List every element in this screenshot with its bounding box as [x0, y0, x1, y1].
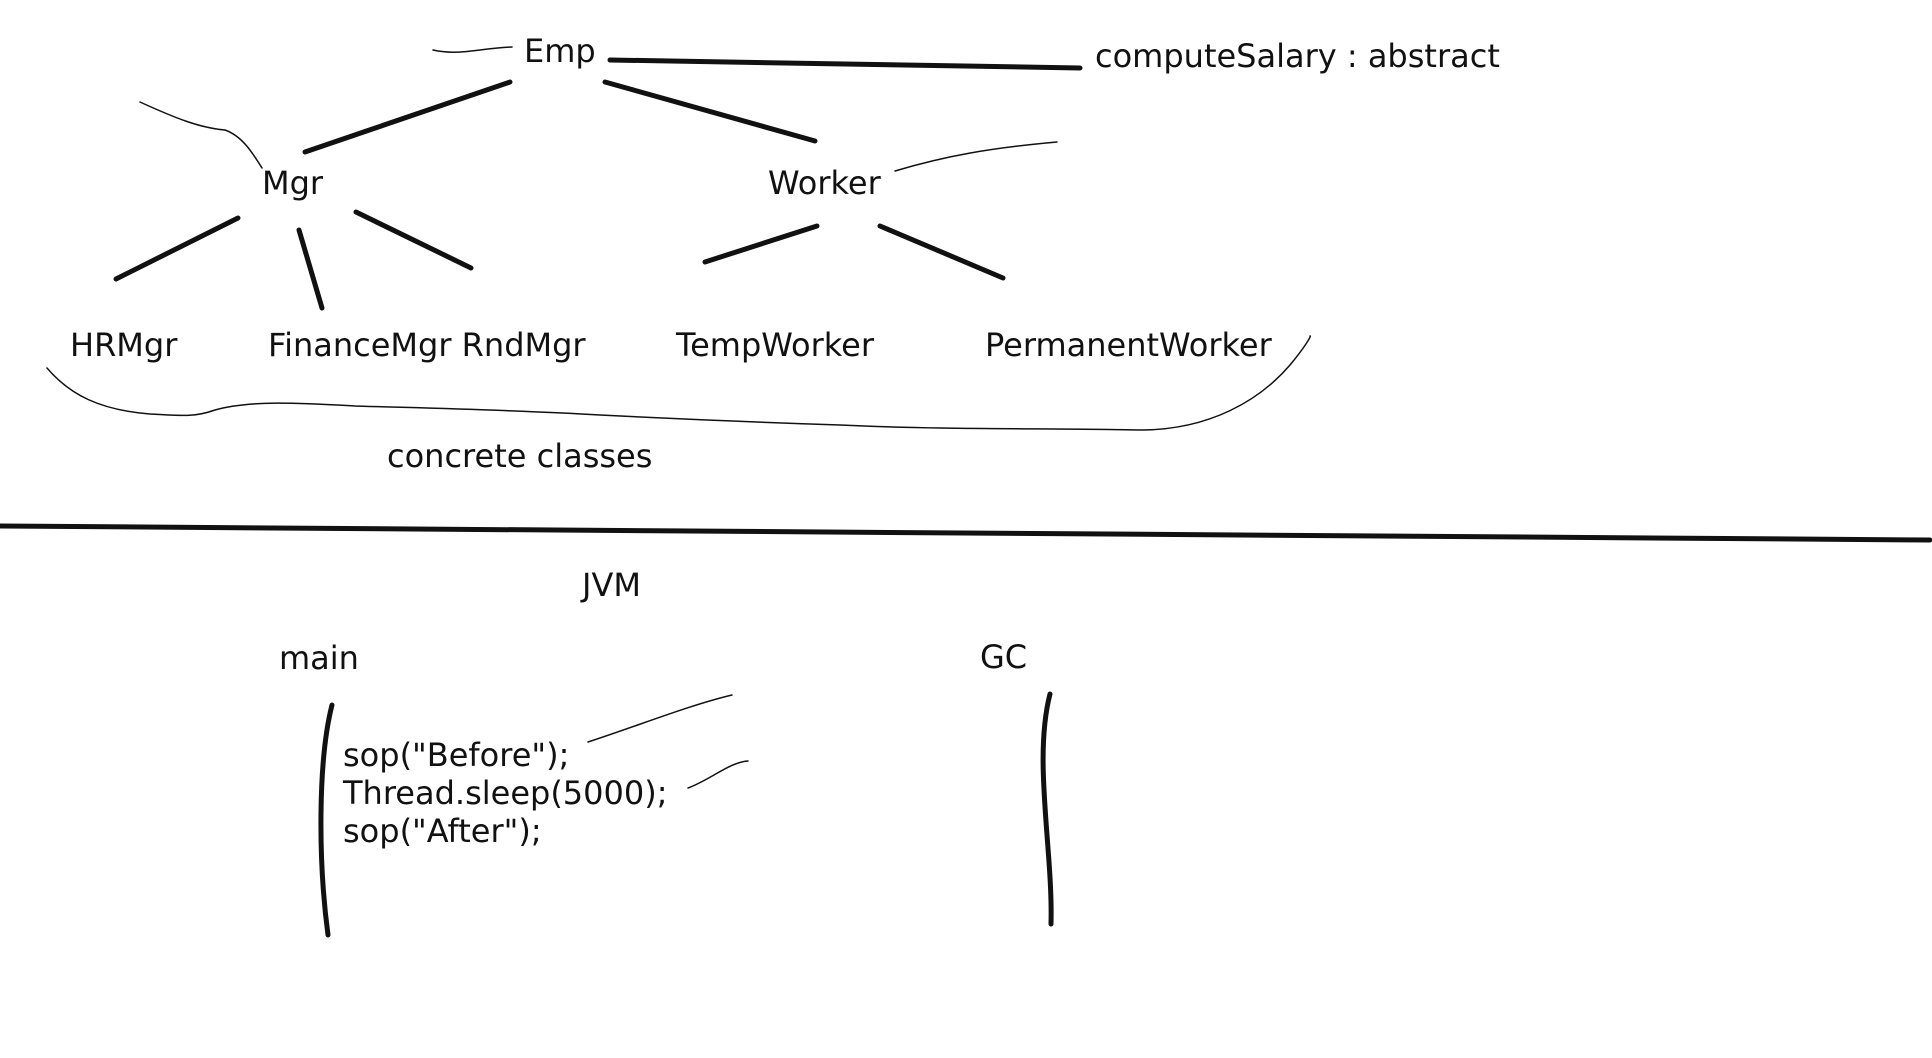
- edge-emp-worker: [602, 79, 818, 144]
- node-mgr: Mgr: [262, 164, 324, 202]
- edge-emp-to-annotation: [607, 57, 1083, 71]
- main-thread-label: main: [279, 639, 359, 677]
- edge-worker-permanentworker: [877, 223, 1006, 281]
- scribble-worker: [894, 141, 1058, 172]
- node-financemgr-rndmgr: FinanceMgr RndMgr: [268, 326, 586, 364]
- node-emp: Emp: [524, 32, 596, 70]
- code-line-sleep: Thread.sleep(5000);: [343, 774, 668, 812]
- jvm-title: JVM: [582, 566, 641, 604]
- brace-label: concrete classes: [387, 437, 653, 475]
- code-line-before: sop("Before");: [343, 736, 570, 774]
- scribble-sop-before: [587, 694, 733, 743]
- scribble-thread-sleep: [687, 760, 749, 789]
- gc-thread-label: GC: [980, 638, 1028, 676]
- node-hrmgr: HRMgr: [70, 326, 178, 364]
- node-worker: Worker: [768, 164, 881, 202]
- node-tempworker: TempWorker: [676, 326, 875, 364]
- scribble-emp: [432, 46, 513, 53]
- edge-emp-mgr: [302, 79, 513, 155]
- edge-mgr-rndmgr: [353, 209, 474, 271]
- scribble-mgr: [139, 101, 263, 169]
- node-permanentworker: PermanentWorker: [985, 326, 1272, 364]
- edge-mgr-financemgr: [296, 227, 325, 311]
- edge-mgr-hrmgr: [113, 215, 241, 282]
- brace-concrete-classes: [46, 335, 1312, 431]
- main-thread-bracket: [318, 702, 335, 938]
- code-line-after: sop("After");: [343, 812, 542, 850]
- edge-worker-tempworker: [702, 223, 820, 265]
- section-divider: [0, 523, 1932, 543]
- gc-thread-bracket: [1040, 691, 1054, 927]
- annotation-compute-salary: computeSalary : abstract: [1095, 37, 1500, 75]
